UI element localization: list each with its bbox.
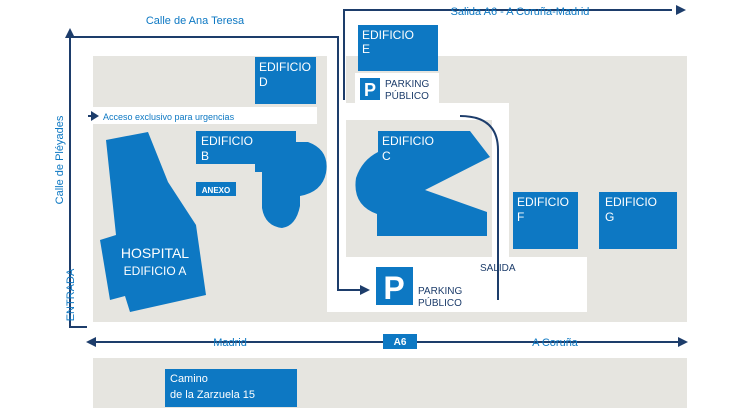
hospital-label-2: EDIFICIO A xyxy=(124,264,187,278)
b-label-1: EDIFICIO xyxy=(201,134,253,148)
parking-top-label-1: PARKING xyxy=(385,79,429,90)
street-labels: Calle de Ana Teresa Salida A6 - A Coruña… xyxy=(54,6,589,349)
urgencias-access-road xyxy=(93,107,317,124)
camino-box xyxy=(165,369,297,407)
f-label-2: F xyxy=(517,210,524,224)
building-labels: HOSPITAL EDIFICIO A EDIFICIO B ANEXO EDI… xyxy=(121,28,657,401)
building-c xyxy=(355,131,490,236)
street-left-label: Calle de Pléyades xyxy=(54,115,66,204)
arrow-madrid-left-icon xyxy=(86,337,96,347)
street-top-label: Calle de Ana Teresa xyxy=(146,15,245,27)
anexo-label: ANEXO xyxy=(202,186,230,195)
building-d xyxy=(255,57,316,104)
parking-top: P PARKING PÚBLICO xyxy=(355,73,439,104)
arrow-parking-right-icon xyxy=(360,285,370,295)
camino-label-2: de la Zarzuela 15 xyxy=(170,389,255,401)
b-label-2: B xyxy=(201,149,209,163)
building-hospital xyxy=(100,132,206,312)
a6-badge xyxy=(383,334,417,349)
entrada-route-line xyxy=(69,36,362,328)
urgencias-label: Acceso exclusivo para urgencias xyxy=(103,112,235,122)
e-label-1: EDIFICIO xyxy=(362,28,414,42)
salida-label: SALIDA xyxy=(480,263,516,274)
g-label-1: EDIFICIO xyxy=(605,195,657,209)
f-label-1: EDIFICIO xyxy=(517,195,569,209)
a6-badge-label: A6 xyxy=(394,337,407,348)
hospital-label-1: HOSPITAL xyxy=(121,245,189,261)
parking-top-label-2: PÚBLICO xyxy=(385,89,429,102)
parking-main-label-2: PÚBLICO xyxy=(418,296,462,309)
d-label-2: D xyxy=(259,75,268,89)
arrow-entrada-up-icon xyxy=(65,28,75,38)
building-f xyxy=(513,192,578,249)
road-under-e xyxy=(327,103,507,120)
street-coruna-label: A Coruña xyxy=(532,337,579,349)
parking-top-p-symbol: P xyxy=(364,80,376,100)
parking-main-label-1: PARKING xyxy=(418,286,462,297)
internal-roads xyxy=(93,56,587,312)
arrow-urgencias-right-icon xyxy=(91,111,99,121)
entrada-label: ENTRADA xyxy=(65,268,77,321)
arrow-coruna-right-icon xyxy=(678,337,688,347)
d-label-1: EDIFICIO xyxy=(259,60,311,74)
building-anexo xyxy=(196,182,236,196)
parking-top-p-icon xyxy=(360,78,380,100)
buildings xyxy=(100,25,677,407)
salida-route-line xyxy=(343,9,672,100)
parking-main-p-icon xyxy=(376,267,413,305)
salida-road xyxy=(327,257,587,312)
street-highway-exit-label: Salida A6 - A Coruña-Madrid xyxy=(451,6,590,18)
camino-label-1: Camino xyxy=(170,373,208,385)
road-below-c xyxy=(327,257,587,265)
c-label-2: C xyxy=(382,149,391,163)
building-g xyxy=(599,192,677,249)
building-e xyxy=(358,25,438,71)
parking-main: P PARKING PÚBLICO xyxy=(376,267,462,309)
g-label-2: G xyxy=(605,210,614,224)
arrow-salida-right-icon xyxy=(676,5,686,15)
road-right-of-c xyxy=(492,103,509,257)
street-madrid-label: Madrid xyxy=(213,337,247,349)
parking-main-p-symbol: P xyxy=(383,270,404,306)
curve-route-line xyxy=(459,115,499,300)
building-b xyxy=(196,131,327,228)
arrow-heads xyxy=(65,5,688,347)
e-label-2: E xyxy=(362,42,370,56)
c-label-1: EDIFICIO xyxy=(382,134,434,148)
